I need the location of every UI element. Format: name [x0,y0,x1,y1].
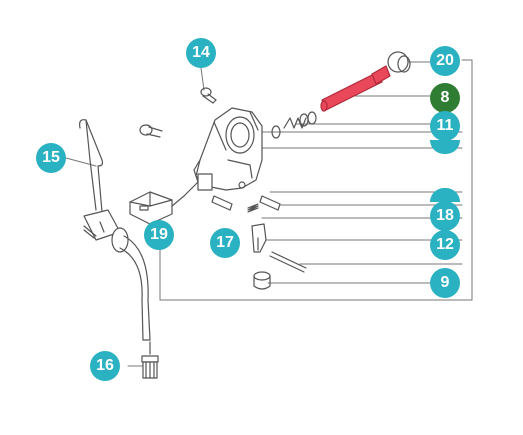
callout-19[interactable]: 19 [144,220,174,250]
callout-20[interactable]: 20 [430,46,460,76]
nut-9 [253,271,271,290]
callout-15[interactable]: 15 [36,143,66,173]
rod-8 [320,65,391,112]
long-pin [269,251,307,273]
callout-8-label: 8 [440,89,450,106]
stacked-badge-edge-1 [430,140,460,154]
springs [247,111,317,213]
handle-15 [79,119,129,253]
callout-9-label: 9 [440,274,450,291]
leader-lines [65,59,473,367]
screw-14 [200,87,217,104]
callout-12-label: 12 [436,236,454,253]
cap-16 [141,341,159,379]
stacked-badge-edge-2 [430,188,460,202]
callout-11-label: 11 [436,117,454,134]
callout-15-label: 15 [42,149,60,166]
callout-19-label: 19 [150,226,168,243]
callout-17[interactable]: 17 [210,228,240,258]
callout-18[interactable]: 18 [430,201,460,231]
main-housing [193,107,263,191]
cable-stubs [83,225,97,239]
callout-16[interactable]: 16 [90,351,120,381]
callout-12[interactable]: 12 [430,230,460,260]
cable-connector [129,181,199,225]
callout-20-label: 20 [436,52,454,69]
callout-14[interactable]: 14 [186,38,216,68]
callout-9[interactable]: 9 [430,268,460,298]
callout-8[interactable]: 8 [430,83,460,113]
cable-19 [119,235,151,341]
callout-14-label: 14 [192,44,210,61]
callout-17-label: 17 [216,234,234,251]
ring-20 [387,51,411,73]
callout-16-label: 16 [96,357,114,374]
pins-17 [211,195,281,211]
callout-18-label: 18 [436,207,454,224]
valve-12 [251,223,267,253]
screw-left [139,124,163,138]
callout-11[interactable]: 11 [430,111,460,141]
